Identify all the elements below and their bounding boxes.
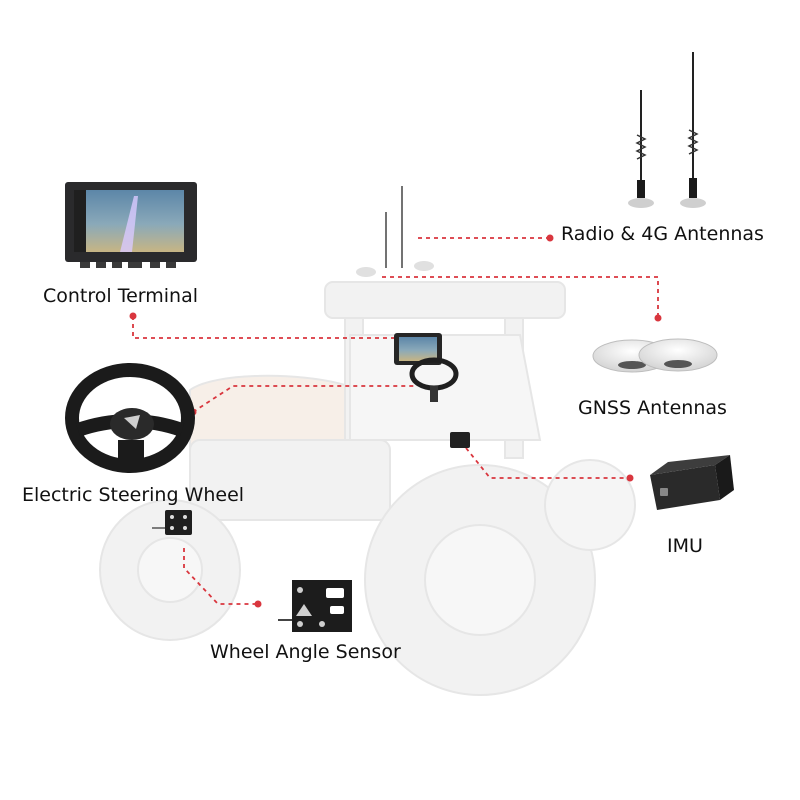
imu-image	[650, 455, 734, 510]
label-steering-wheel: Electric Steering Wheel	[22, 484, 245, 506]
cab-steering-wheel	[409, 357, 459, 402]
gnss-antennas-image	[592, 338, 718, 373]
label-wheel-angle-sensor: Wheel Angle Sensor	[210, 641, 401, 663]
tractor-silhouette	[99, 281, 636, 696]
control-terminal-image	[65, 182, 197, 268]
connector-steering	[192, 385, 415, 413]
connector-gnss	[382, 276, 659, 318]
cab-imu	[450, 432, 470, 448]
label-gnss-antennas: GNSS Antennas	[578, 397, 727, 419]
label-imu: IMU	[667, 535, 703, 557]
cab-terminal	[394, 333, 442, 365]
connector-control	[132, 316, 400, 339]
connector-wheel-sensor	[183, 548, 258, 605]
label-control-terminal: Control Terminal	[43, 285, 199, 307]
radio-antennas-image	[628, 52, 706, 208]
connector-lines	[132, 237, 659, 605]
connector-imu	[465, 447, 630, 479]
steering-wheel-image	[65, 363, 195, 473]
label-radio-antennas: Radio & 4G Antennas	[561, 223, 764, 245]
cab-wheel-sensor	[152, 510, 192, 535]
wheel-angle-sensor-image	[278, 580, 352, 632]
roof-antennas	[356, 186, 434, 277]
